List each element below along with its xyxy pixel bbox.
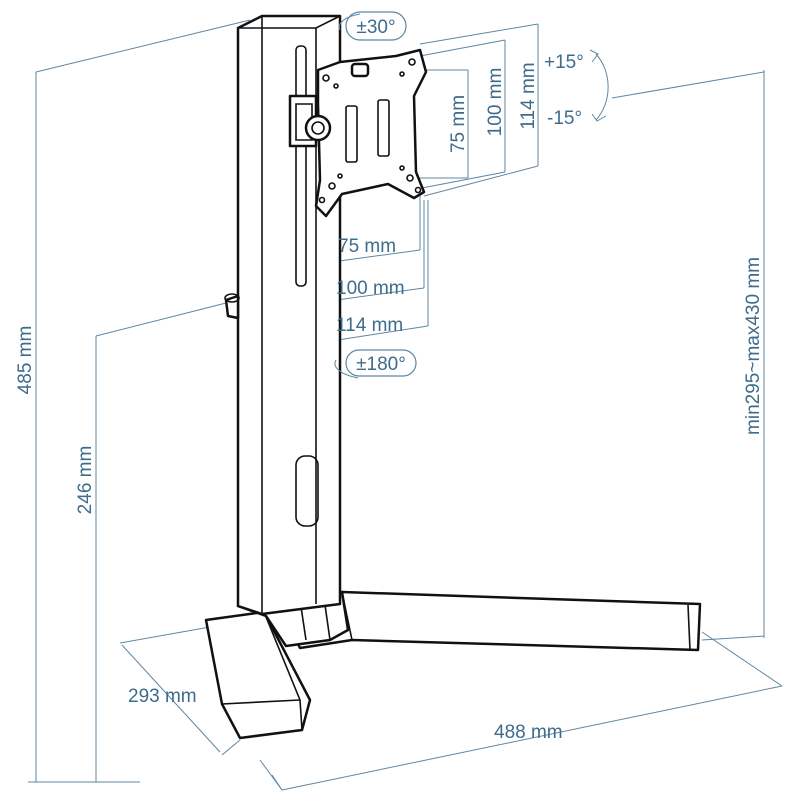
tilt-lock-knob <box>350 62 370 78</box>
tilt-up-label: +15° <box>544 52 584 73</box>
tilt-down-label: -15° <box>547 108 582 129</box>
vesa-v-small-label: 75 mm <box>448 95 469 153</box>
swivel-badge: ±30° <box>338 11 407 41</box>
tilt-indicator: +15° -15° <box>544 49 609 129</box>
arm-height-label: 246 mm <box>75 446 96 515</box>
height-adjust-knob <box>224 294 240 320</box>
vesa-h-large-label: 114 mm <box>336 315 403 336</box>
height-range-label: min295~max430 mm <box>743 257 764 435</box>
vesa-v-large-label: 114 mm <box>518 62 539 129</box>
total-height-label: 485 mm <box>15 326 36 395</box>
vesa-h-small-label: 75 mm <box>338 236 396 257</box>
cable-management-hole <box>295 455 319 527</box>
pivot-hub <box>304 114 332 142</box>
vesa-v-mid-label: 100 mm <box>485 68 506 137</box>
rotation-angle-label: ±180° <box>356 354 406 375</box>
base-depth-label: 293 mm <box>128 686 197 707</box>
base-width-label: 488 mm <box>494 722 563 743</box>
vesa-plate <box>314 48 428 218</box>
vesa-h-mid-label: 100 mm <box>336 278 405 299</box>
swivel-angle-label: ±30° <box>356 17 395 38</box>
rotation-badge: ±180° <box>334 349 417 379</box>
stand-illustration <box>204 14 702 740</box>
